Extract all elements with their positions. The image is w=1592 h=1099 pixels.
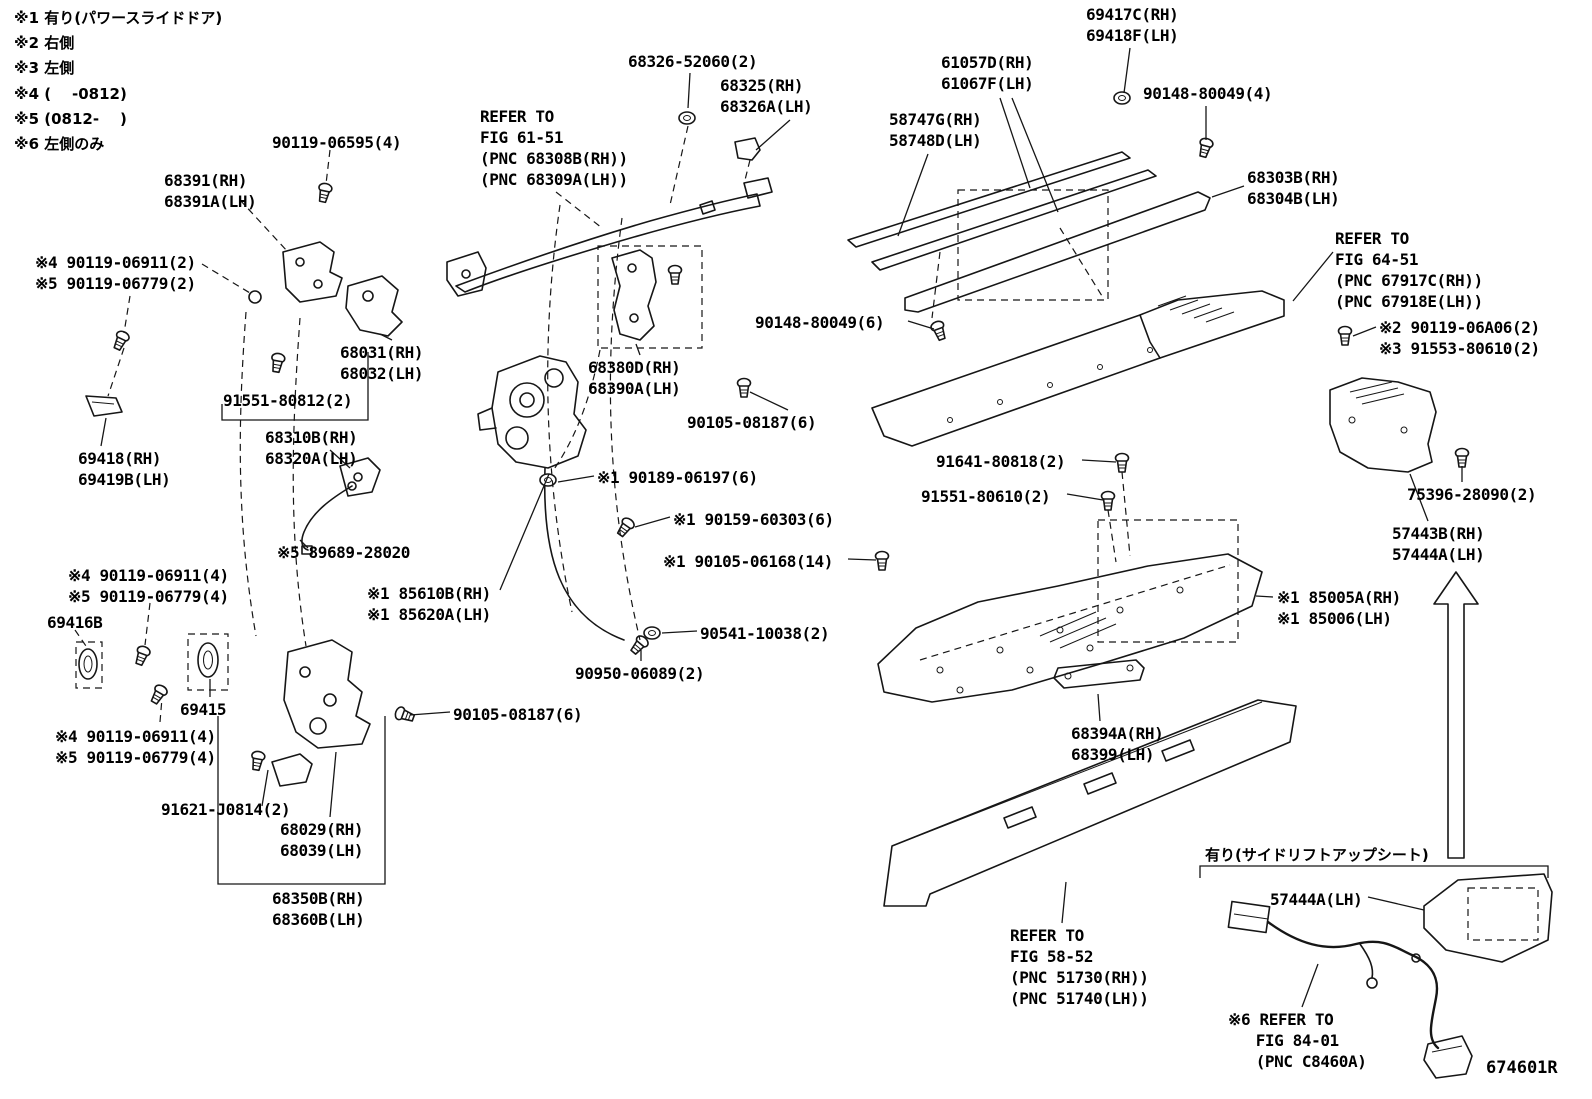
diagram-id: 674601R [1486, 1058, 1558, 1078]
legend-item: ※4 ( -0812) [14, 84, 127, 103]
legend-item: ※5 (0812- ) [14, 109, 127, 128]
legend-item: ※1 有り(パワースライドドア) [14, 9, 223, 27]
lower-sill-drawing [883, 699, 1297, 907]
legend-item: ※6 左側のみ [14, 134, 105, 153]
door-lock-actuator-drawing [477, 355, 625, 641]
center-bracket-drawing [597, 245, 703, 349]
legend-item: ※3 左側 [14, 59, 75, 78]
legend-item: ※2 右側 [14, 34, 75, 53]
up-arrow-drawing [1433, 571, 1479, 859]
lower-hinge-cluster-drawing [75, 633, 371, 787]
leader-lines-dashed [74, 125, 1103, 723]
fasteners-drawing [110, 111, 1470, 772]
floor-panel-drawing [877, 471, 1263, 703]
step-bracket-drawing [1329, 377, 1437, 473]
left-hinge-cluster-drawing [85, 241, 403, 555]
harness-area-drawing [1199, 865, 1553, 1079]
legend: ※1 有り(パワースライドドア) ※2 右側 ※3 左側 ※4 ( -0812) ※5 … [14, 6, 222, 157]
leader-lines-solid [100, 47, 1463, 1008]
roof-side-rails-drawing [847, 91, 1211, 313]
rocker-panel-drawing [871, 290, 1285, 447]
upper-slide-rail-drawing [446, 137, 773, 297]
